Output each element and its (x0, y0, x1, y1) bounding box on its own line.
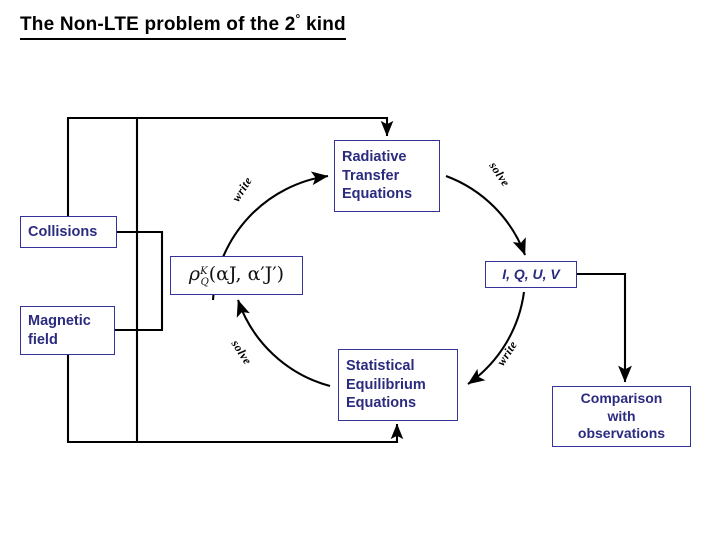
node-line: Equations (342, 186, 413, 203)
arc-write-to-see (467, 291, 526, 385)
rho-symbol: ρ (188, 263, 201, 286)
node-line: observations (577, 425, 666, 442)
arc-solve-to-density-matrix (236, 299, 331, 388)
node-collisions[interactable]: Collisions (20, 216, 117, 248)
page-title: The Non-LTE problem of the 2° kind (20, 11, 346, 40)
node-stokes-parameters[interactable]: I, Q, U, V (485, 261, 577, 288)
node-line: Statistical (346, 358, 415, 375)
rho-superscript: K (200, 266, 208, 278)
rho-subscript: Q (200, 276, 209, 288)
arc-solve-to-stokes (445, 175, 526, 256)
node-line: Equilibrium (346, 376, 426, 393)
node-line: Magnetic (28, 312, 91, 329)
node-line: with (607, 407, 636, 424)
wire-stokes-to-comparison (577, 272, 632, 383)
node-line: Comparison (580, 389, 663, 406)
node-line: field (28, 331, 58, 348)
node-radiative-transfer-equations[interactable]: Radiative Transfer Equations (334, 140, 440, 212)
wire-collisions-to-rte (66, 116, 394, 232)
node-line: Collisions (28, 223, 98, 240)
rho-argument: (αJ, α′J′) (208, 263, 285, 286)
node-density-matrix[interactable]: ρKQ(αJ, α′J′) (170, 256, 303, 295)
node-statistical-equilibrium-equations[interactable]: Statistical Equilibrium Equations (338, 349, 458, 421)
wire-collisions-right-stub (115, 230, 164, 332)
wire-magnetic-to-see (66, 355, 404, 444)
page-title-suffix: kind (300, 14, 346, 35)
degree-symbol: ° (295, 11, 301, 26)
node-line: I, Q, U, V (502, 265, 560, 282)
node-line: Transfer (342, 167, 400, 184)
page-title-prefix: The Non-LTE problem of the 2 (20, 14, 296, 35)
node-comparison-with-observations[interactable]: Comparison with observations (552, 386, 691, 447)
node-line: Radiative (342, 149, 407, 166)
density-matrix-formula: ρKQ(αJ, α′J′) (189, 263, 284, 287)
node-line: Equations (346, 395, 417, 412)
node-magnetic-field[interactable]: Magnetic field (20, 306, 115, 355)
